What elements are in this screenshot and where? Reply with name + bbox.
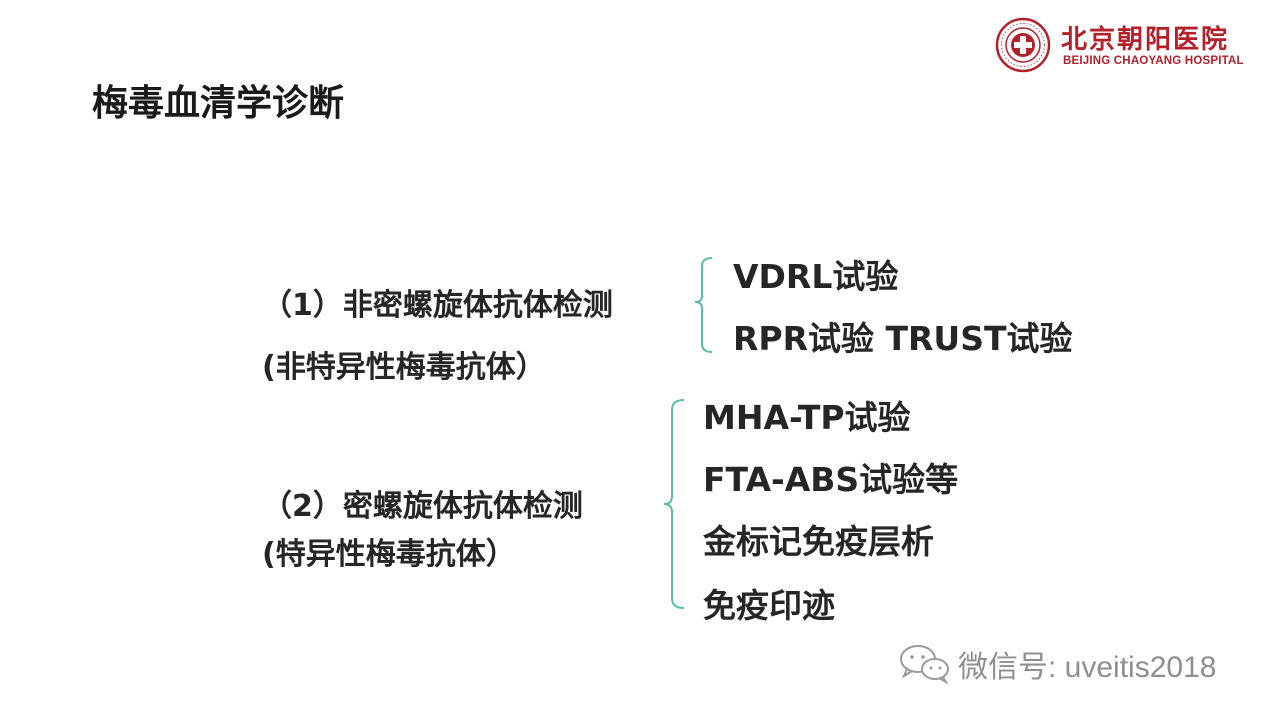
- watermark-text: 微信号: uveitis2018: [958, 651, 1217, 684]
- page-title: 梅毒血清学诊断: [92, 83, 345, 124]
- wechat-icon: [900, 645, 949, 684]
- group2-item-mha-tp: MHA-TP试验: [703, 398, 911, 437]
- brace-group2: [663, 399, 685, 609]
- group2-label-line2: (特异性梅毒抗体）: [262, 537, 516, 572]
- logo-chinese-name: 北京朝阳医院: [1061, 25, 1230, 55]
- group1-item-rpr-trust: RPR试验 TRUST试验: [733, 319, 1073, 358]
- group2-item-immunoblot: 免疫印迹: [703, 586, 835, 625]
- group2-item-fta-abs: FTA-ABS试验等: [703, 460, 959, 499]
- group1-label-line2: (非特异性梅毒抗体）: [262, 350, 546, 385]
- group2-item-colloidal-gold: 金标记免疫层析: [703, 522, 934, 561]
- group1-label-line1: （1）非密螺旋体抗体检测: [262, 288, 613, 323]
- logo-english-name: BEIJING CHAOYANG HOSPITAL: [1063, 55, 1244, 67]
- hospital-logo: 北京朝阳医院 BEIJING CHAOYANG HOSPITAL: [995, 17, 1255, 73]
- brace-group1: [694, 257, 713, 353]
- group1-item-vdrl: VDRL试验: [733, 257, 899, 296]
- hospital-seal-icon: [995, 17, 1051, 73]
- group2-label-line1: （2）密螺旋体抗体检测: [262, 489, 583, 524]
